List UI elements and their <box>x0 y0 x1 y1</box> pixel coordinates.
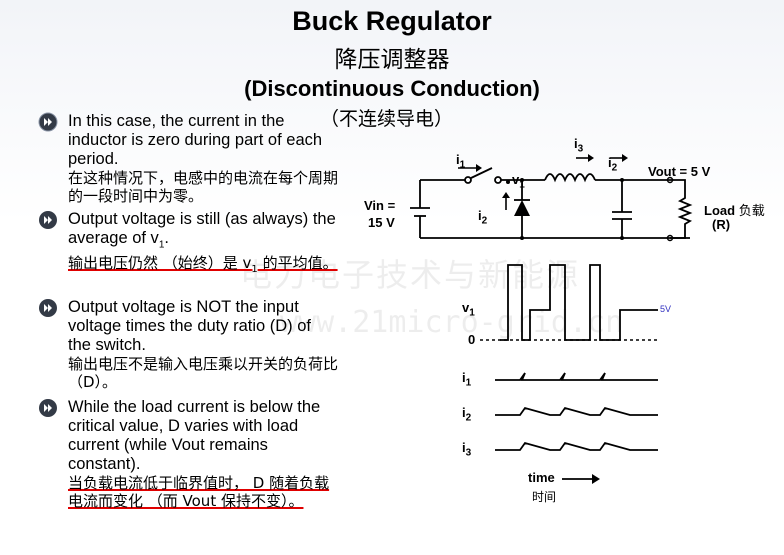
wave-label-v1: v1 <box>462 300 475 319</box>
circuit-label-load: Load 负载 <box>704 203 765 219</box>
circuit-label-i1: i1 <box>456 152 466 171</box>
wave-label-5v: 5V <box>660 304 672 314</box>
time-arrow-icon <box>562 474 600 484</box>
bullet-3-zh: 输出电压不是输入电压乘以开关的负荷比 （D）。 <box>68 355 339 391</box>
circuit-label-i2: i2 <box>478 208 488 227</box>
wave-label-i1: i1 <box>462 370 472 389</box>
wave-label-i2: i2 <box>462 405 472 424</box>
time-label-zh: 时间 <box>532 490 557 504</box>
waveform-diagram <box>480 264 660 451</box>
wave-label-zero: 0 <box>468 332 476 347</box>
bullet-1-en: In this case, the current in the inducto… <box>68 112 323 168</box>
bullet-arrow-icon <box>39 299 57 317</box>
bullet-1-zh: 在这种情况下，电感中的电流在每个周期的一段时间中为零。 <box>68 169 339 205</box>
slide-title-zh: 降压调整器 <box>334 47 450 73</box>
time-label: time <box>528 470 555 485</box>
slide-subtitle-zh: （不连续导电） <box>320 108 454 130</box>
wave-label-i3: i3 <box>462 440 472 459</box>
circuit-label-load-r: (R) <box>712 217 731 232</box>
bullet-2-zh: 输出电压仍然 （始终）是 v1 的平均值。 <box>68 254 338 276</box>
bullet-4-en: While the load current is below the crit… <box>68 398 321 473</box>
circuit-label-vin: Vin = <box>364 198 396 213</box>
bullet-arrow-icon <box>39 399 57 417</box>
bullet-3-en: Output voltage is NOT the input voltage … <box>68 298 312 354</box>
bullet-arrow-icon <box>39 211 57 229</box>
buck-circuit-diagram <box>410 154 693 242</box>
bullet-arrow-icon <box>38 112 58 132</box>
circuit-label-v1: v1 <box>512 172 525 191</box>
bullet-4-zh: 当负载电流低于临界值时， D 随着负载电流而变化 （而 Vout 保持不变）。 <box>68 474 330 510</box>
circuit-label-vout: Vout = 5 V <box>648 164 711 179</box>
slide-title: Buck Regulator <box>292 6 492 36</box>
bullet-2-en: Output voltage is still (as always) the … <box>68 210 336 251</box>
circuit-label-i2-top: i2 <box>608 155 618 174</box>
watermark-url: www.21micro-grid.cn <box>280 305 624 340</box>
slide-subtitle: (Discontinuous Conduction) <box>244 76 540 101</box>
circuit-label-i3: i3 <box>574 136 584 155</box>
circuit-label-vin-value: 15 V <box>368 215 395 230</box>
